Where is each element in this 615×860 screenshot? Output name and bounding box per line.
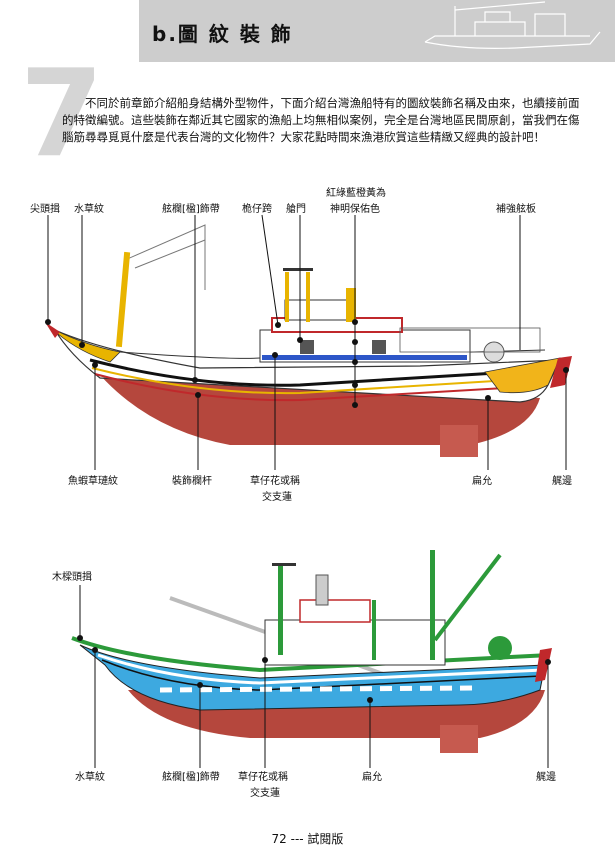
funnel-2	[315, 574, 329, 606]
hull-stripe-yellow-1	[91, 367, 544, 395]
label-xian-bian-2: 艉邊	[536, 770, 556, 783]
label-bu-qiang-xian-ban: 補強舷板	[496, 202, 536, 215]
deckhouse-upper-2	[299, 599, 371, 623]
label-cao-zai-hua-line1: 草仔花或稱	[250, 474, 300, 487]
mast-yellow-1	[115, 251, 131, 348]
deckhouse-blue-band-1	[262, 355, 467, 360]
mast-frame-1b	[306, 272, 310, 322]
mast-top-1	[283, 268, 313, 271]
header-band	[139, 0, 615, 62]
label-bian-yun-2: 扁允	[362, 770, 382, 783]
label-color-line2: 神明保佑色	[330, 202, 380, 215]
label-mu-liang-tou-yi: 木樑頭揖	[52, 570, 92, 583]
mast-green-2d	[372, 600, 376, 660]
aft-rail-1	[399, 327, 541, 353]
page-header: b.圖 紋 裝 飾	[0, 0, 615, 62]
section-title: b.圖 紋 裝 飾	[152, 22, 293, 46]
hull-blue-2	[79, 644, 546, 711]
hull-white-band-2	[97, 653, 544, 685]
label-color-line1: 紅綠藍橙黃為	[326, 186, 386, 199]
leader-lines-2	[79, 585, 549, 768]
mast-green-2c	[433, 553, 502, 642]
label-yu-xia-cao-lian-wen: 魚蝦草璉紋	[68, 474, 118, 487]
stern-red-1	[550, 356, 572, 388]
mast-top-2	[272, 563, 296, 566]
stern-yellow-1	[484, 357, 561, 394]
mast-green-2	[278, 565, 283, 655]
page-footer: 72 --- 試閱版	[271, 832, 344, 846]
label-jian-tou-yi: 尖頭揖	[30, 202, 60, 215]
ship-diagram-1: 尖頭揖 水草紋 舷欄[楹]飾帶 桅仔跨 艙門 紅綠藍橙黃為 神明保佑色 補強舷板…	[30, 186, 572, 503]
rudder-2	[440, 725, 478, 753]
label-cao-zai-hua-2-line1: 草仔花或稱	[238, 770, 288, 783]
hull-stripe-black-1	[89, 358, 546, 387]
label-shui-cao-wen: 水草紋	[74, 202, 104, 215]
deckhouse-2	[264, 619, 446, 666]
net-reel-2	[488, 636, 512, 660]
mast-frame-1	[285, 272, 289, 322]
hull-portholes-2	[159, 685, 481, 693]
label-cao-zai-hua-2-line2: 交支蓮	[250, 786, 280, 799]
bow-yellow-1	[54, 329, 121, 363]
rudder-1	[440, 425, 478, 457]
label-zhuang-shi-lan-gan: 裝飾欄杆	[172, 474, 212, 487]
intro-paragraph: 不同於前章節介紹船身結構外型物件，下面介紹台灣漁船特有的圖紋裝飾名稱及由來，也續…	[62, 96, 580, 144]
label-xian-lan-shi-dai: 舷欄[楹]飾帶	[162, 202, 220, 215]
funnel-yellow-1	[346, 288, 356, 322]
deck-rail-1	[119, 349, 546, 359]
header-ship-outline-icon	[424, 1, 601, 49]
green-rail-2	[71, 636, 551, 673]
header-left-blank	[0, 0, 139, 62]
hull-stripe-red-1	[94, 373, 541, 402]
label-bian-yun: 扁允	[472, 474, 492, 487]
rigging-1	[124, 224, 206, 290]
label-xian-lan-shi-dai-2: 舷欄[楹]飾帶	[162, 770, 220, 783]
window-1b	[372, 340, 386, 354]
mast-green-2b	[430, 550, 435, 660]
label-shui-cao-wen-2: 水草紋	[75, 770, 105, 783]
label-wei-zi-kua: 桅仔跨	[242, 202, 272, 215]
window-1a	[300, 340, 314, 354]
label-lun-men: 艙門	[286, 202, 306, 215]
label-xian-bian: 艉邊	[552, 474, 572, 487]
label-cao-zai-hua-line2: 交支蓮	[262, 490, 292, 503]
leader-lines-1	[47, 214, 567, 470]
bow-red-1	[45, 322, 60, 338]
stern-red-2	[535, 648, 552, 682]
chapter-number: 7	[20, 45, 104, 184]
ship-diagram-2: 木樑頭揖 水草紋 舷欄[楹]飾帶 草仔花或稱 交支蓮 扁允 艉邊	[52, 550, 556, 799]
